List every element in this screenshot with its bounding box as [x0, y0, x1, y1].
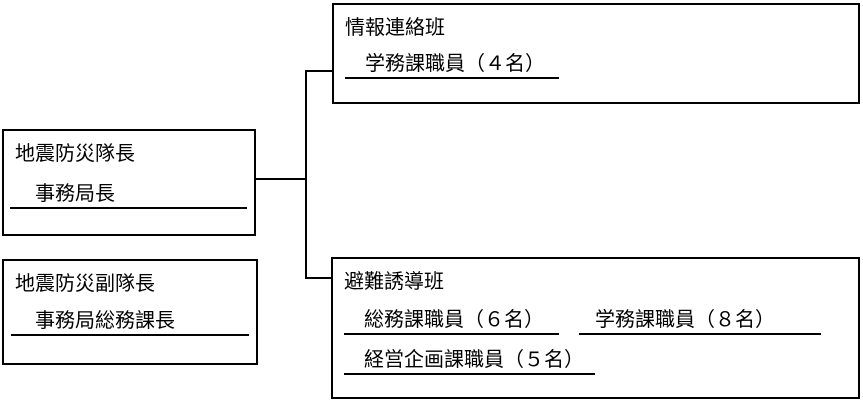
- box-deputy-member-line: 事務局総務課長: [11, 308, 249, 336]
- box-evac-team-title: 避難誘導班: [344, 271, 444, 293]
- box-evac-member1: 総務課職員（６名）: [364, 309, 544, 331]
- box-evac-member1-line: 総務課職員（６名）: [344, 307, 559, 335]
- box-evac-member3: 経営企画課職員（５名）: [364, 349, 584, 371]
- box-info-member-line: 学務課職員（４名）: [345, 51, 559, 79]
- connector-leader-trunk: [256, 178, 307, 180]
- box-leader-member-line: 事務局長: [10, 181, 247, 209]
- box-evac-team: 避難誘導班 総務課職員（６名） 学務課職員（８名） 経営企画課職員（５名）: [331, 257, 860, 399]
- box-evac-member3-line: 経営企画課職員（５名）: [344, 347, 595, 375]
- box-leader: 地震防災隊長 事務局長: [2, 129, 256, 236]
- connector-branch-info: [305, 70, 332, 72]
- box-deputy-title: 地震防災副隊長: [15, 273, 155, 295]
- box-info-team: 情報連絡班 学務課職員（４名）: [332, 3, 860, 104]
- box-leader-title: 地震防災隊長: [15, 143, 135, 165]
- box-evac-member2: 学務課職員（８名）: [595, 309, 775, 331]
- box-evac-member2-line: 学務課職員（８名）: [579, 307, 821, 335]
- box-deputy-member: 事務局総務課長: [35, 310, 175, 332]
- box-deputy: 地震防災副隊長 事務局総務課長: [2, 259, 258, 365]
- box-leader-member: 事務局長: [35, 183, 115, 205]
- connector-trunk-vertical: [305, 70, 307, 279]
- connector-branch-evac: [305, 277, 331, 279]
- box-info-member: 学務課職員（４名）: [365, 53, 545, 75]
- box-info-team-title: 情報連絡班: [345, 17, 445, 39]
